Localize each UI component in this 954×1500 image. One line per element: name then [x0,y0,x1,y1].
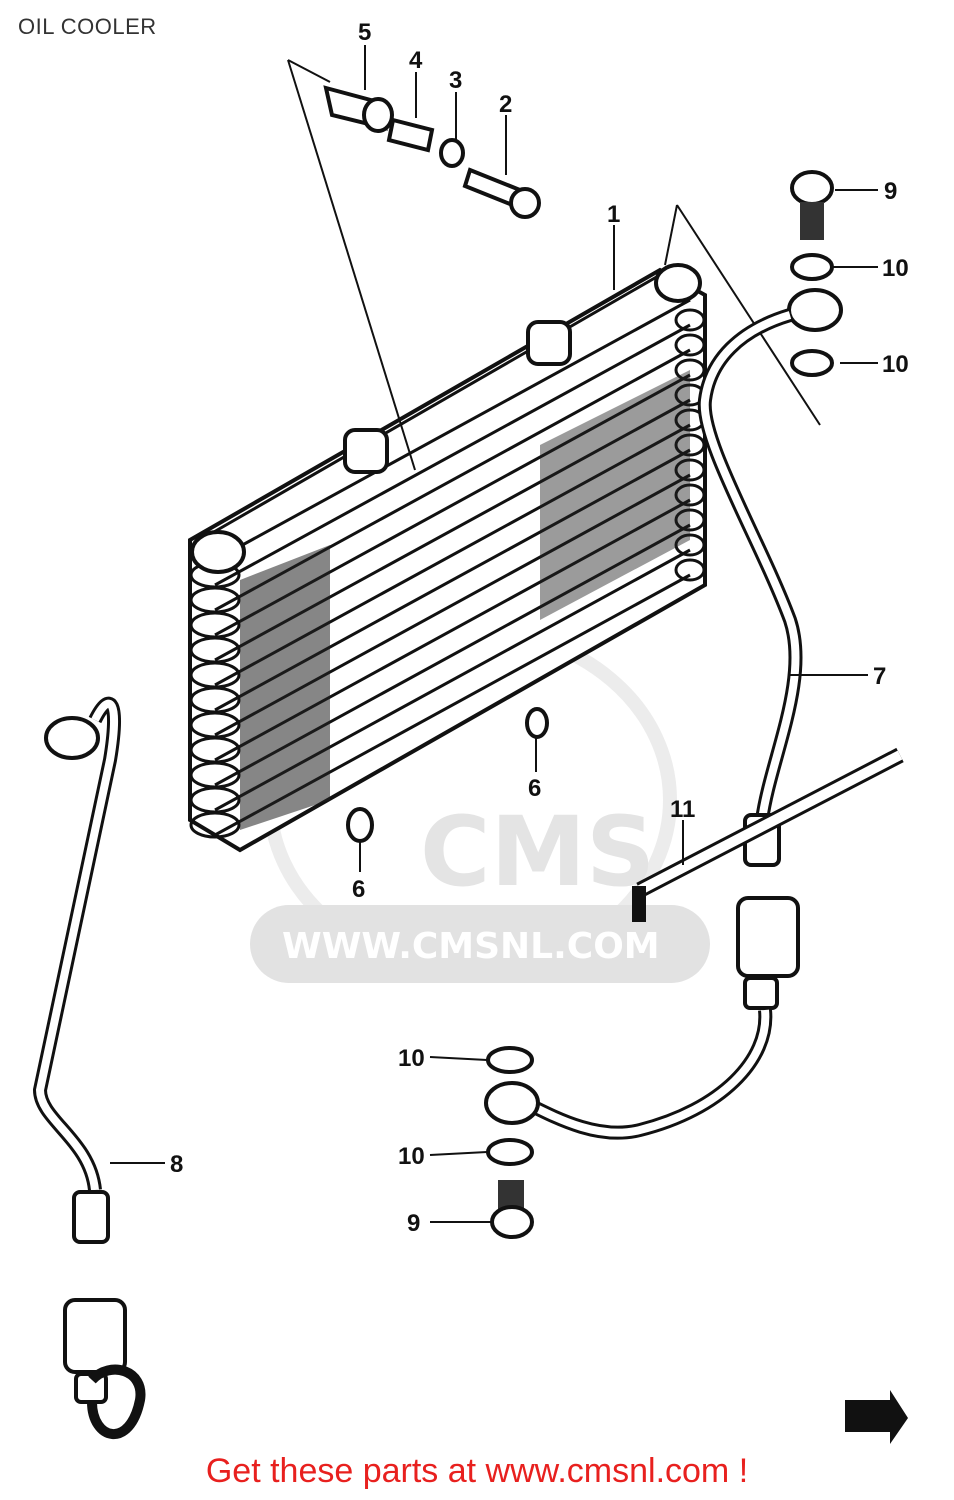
callout-6-a: 6 [528,775,541,802]
callout-4: 4 [409,47,423,74]
washer-10-low-a [486,1046,534,1074]
watermark-url-pill [250,905,710,983]
page-title: OIL COOLER [18,14,157,39]
callout-10-top-b: 10 [882,351,909,378]
oil-cooler-core [188,263,707,853]
watermark-brand: CMS [420,796,655,908]
footer-link-text[interactable]: Get these parts at www.cmsnl.com ! [205,1452,749,1490]
bolt-thread-top [800,202,824,240]
bracket-left [343,428,389,474]
grommet-6-a [525,707,549,739]
spacer-4 [386,117,435,153]
callout-3: 3 [449,67,462,94]
callout-1: 1 [607,201,620,228]
top-fitting [787,170,843,377]
callout-7: 7 [873,663,886,690]
banjo-bolt-9-low [490,1205,534,1239]
washer-10-low-b [486,1138,534,1166]
washer-10-top-a [790,253,834,281]
callout-9-low: 9 [407,1210,420,1237]
clamp-11 [632,747,904,922]
bracket-right [526,320,572,366]
mount-hardware [287,59,821,471]
watermark-url: WWW.CMSNL.COM [282,926,660,967]
lower-fitting [484,1046,540,1239]
callout-10-top-a: 10 [882,255,909,282]
watermark: CMS WWW.CMSNL.COM [250,623,710,983]
callout-10-low-b: 10 [398,1143,425,1170]
callout-10-low-a: 10 [398,1045,425,1072]
callout-2: 2 [499,91,512,118]
callout-labels: 5 4 3 2 1 9 10 10 7 6 6 11 8 10 10 9 [170,19,909,1237]
banjo-bolt-9-top [790,170,834,206]
banjo-eye-top [787,288,843,332]
oil-pipe-8 [32,696,146,1439]
bolt-thread-low [498,1180,524,1210]
callout-9-top: 9 [884,178,897,205]
washer-10-top-b [790,349,834,377]
leader-lines [110,45,878,1223]
front-arrow-icon [845,1390,908,1444]
callout-11: 11 [670,796,695,823]
grommet-6-b [346,807,374,843]
banjo-eye-low [484,1081,540,1125]
callout-5: 5 [358,19,371,46]
oil-pipe-7 [526,308,803,1140]
callout-8: 8 [170,1151,183,1178]
washer-3 [439,138,465,168]
callout-6-b: 6 [352,876,365,903]
